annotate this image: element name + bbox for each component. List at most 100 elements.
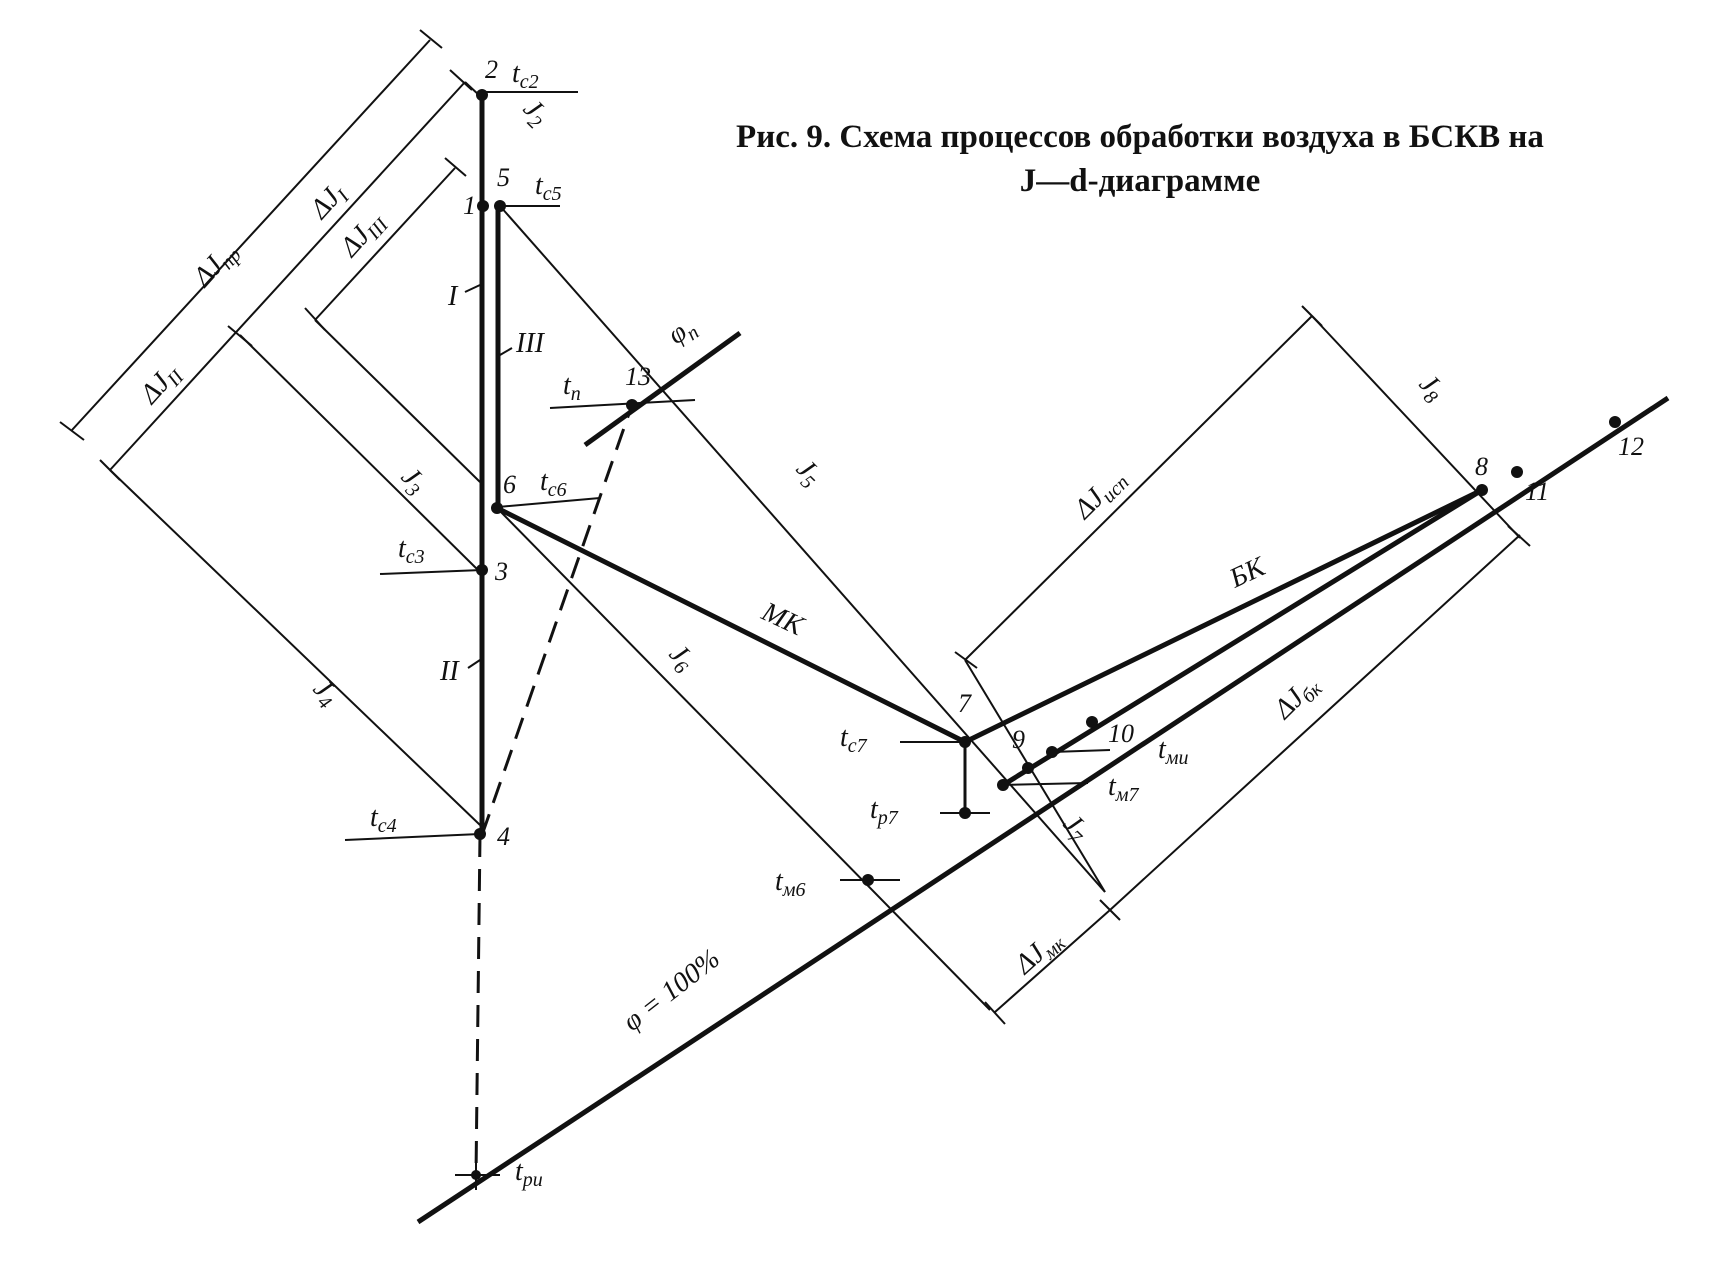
label-J4: J4: [304, 673, 345, 714]
label-5: 5: [497, 163, 510, 192]
label-tc6: tc6: [540, 466, 567, 501]
dim-line-dJ3: [314, 167, 456, 321]
label-J7: J7: [1054, 808, 1095, 849]
tick: [444, 157, 467, 177]
saturation-ticks: [455, 812, 990, 1190]
dim-line-dJpr: [71, 39, 431, 431]
point-numbers: 2 1 5 6 3 4 13 7 9 10 8 11 12: [463, 55, 1644, 851]
temperature-labels: tc2 tc5 tc6 tc3 tc4 tп tc7 tp7 tм6 tм7 t…: [370, 58, 1189, 1191]
tick: [59, 421, 85, 441]
point-5: [494, 200, 506, 212]
label-3: 3: [494, 557, 508, 586]
dimension-lines-right: [954, 305, 1531, 1025]
label-dJ1: ΔJI: [303, 177, 354, 229]
label-13: 13: [625, 362, 651, 391]
label-J2: J2: [514, 93, 555, 134]
label-process-II: II: [439, 656, 460, 687]
label-tp: tп: [563, 370, 581, 405]
label-6: 6: [503, 470, 516, 499]
point-m6: [862, 874, 874, 886]
label-10: 10: [1108, 719, 1134, 748]
phi-p-curve: [583, 330, 742, 448]
label-7: 7: [958, 689, 972, 718]
leader-I: [464, 284, 481, 293]
saturation-curve: [416, 395, 1670, 1225]
isotherm-tc4: [344, 833, 481, 841]
isotherm-tc6: [497, 497, 601, 508]
process-line-BK: [963, 487, 1484, 745]
isenthalp-J5: [499, 205, 1106, 893]
point-13: [626, 399, 638, 411]
label-J5: J5: [787, 453, 828, 494]
label-tc4: tc4: [370, 802, 397, 837]
isenthalp-J6: [496, 507, 991, 1011]
point-7: [959, 736, 971, 748]
tick: [449, 69, 473, 91]
label-tm7: tм7: [1108, 771, 1140, 806]
label-process-III: III: [515, 328, 546, 359]
label-J3: J3: [392, 461, 433, 502]
label-tri: tpи: [515, 1156, 543, 1191]
label-process-I: I: [447, 281, 459, 312]
process-lines: [474, 92, 1484, 1176]
label-phi-100: φ = 100%: [617, 943, 726, 1037]
point-mi: [1046, 746, 1058, 758]
label-tm6: tм6: [775, 866, 806, 901]
label-process-MK: МК: [756, 596, 809, 643]
label-4: 4: [497, 822, 510, 851]
tick: [1301, 305, 1323, 327]
label-tmi: tми: [1158, 734, 1189, 769]
mixing-line-4-13: [480, 404, 634, 836]
label-tc5: tc5: [535, 170, 562, 205]
dew-line-4-tri: [474, 834, 482, 1176]
isotherm-tm7: [999, 782, 1089, 786]
figure-caption: Рис. 9. Схема процессов обработки воздух…: [660, 115, 1620, 203]
label-dJmk: ΔJмк: [1008, 923, 1071, 984]
tick: [1507, 525, 1531, 547]
label-dJpr: ΔJпр: [186, 236, 245, 296]
label-dJisp: ΔJисп: [1067, 462, 1133, 528]
caption-line-2: J—d-диаграмме: [1019, 163, 1261, 199]
point-9: [1022, 762, 1034, 774]
label-tc7: tc7: [840, 722, 868, 757]
point-4: [474, 828, 486, 840]
point-6: [491, 502, 503, 514]
isenthalp-Jaux: [314, 319, 481, 483]
label-process-BK: БК: [1224, 551, 1271, 595]
isenthalp-J3: [239, 334, 481, 573]
label-phi-p: φп: [662, 311, 703, 354]
label-tc3: tc3: [398, 533, 425, 568]
point-12: [1609, 416, 1621, 428]
point-m7: [997, 779, 1009, 791]
delta-labels: ΔJпр ΔJI ΔJIII ΔJII ΔJисп ΔJбк ΔJмк: [133, 177, 1327, 984]
caption-line-1: Рис. 9. Схема процессов обработки воздух…: [736, 119, 1544, 155]
dim-line-dJmk: [994, 909, 1111, 1013]
leader-III: [499, 347, 513, 356]
label-11: 11: [1525, 477, 1549, 506]
leader-II: [467, 659, 481, 669]
isenthalp-J8: [1311, 315, 1521, 539]
label-1: 1: [463, 191, 476, 220]
label-tp7: tp7: [870, 794, 899, 829]
point-8: [1476, 484, 1488, 496]
label-12: 12: [1618, 432, 1644, 461]
label-tc2: tc2: [512, 58, 539, 93]
enthalpy-labels: J2 J3 J4 J5 J6 J7 J8: [304, 93, 1445, 849]
dim-line-dJisp: [964, 315, 1313, 661]
process-line-MK: [495, 505, 967, 745]
point-1: [477, 200, 489, 212]
point-tri: [471, 1170, 481, 1180]
dim-line-dJbk: [1109, 534, 1521, 911]
isenthalp-lines: [109, 81, 1521, 1011]
tick: [954, 651, 978, 669]
tick: [1099, 899, 1121, 921]
label-dJ3: ΔJIII: [333, 205, 393, 266]
state-points: [471, 89, 1621, 1180]
label-8: 8: [1475, 452, 1488, 481]
point-2: [476, 89, 488, 101]
isenthalp-J4: [109, 469, 481, 826]
isenthalp-J7: [964, 659, 1106, 893]
dim-line-dJ2-dJ1: [109, 81, 466, 471]
point-10: [1086, 716, 1098, 728]
